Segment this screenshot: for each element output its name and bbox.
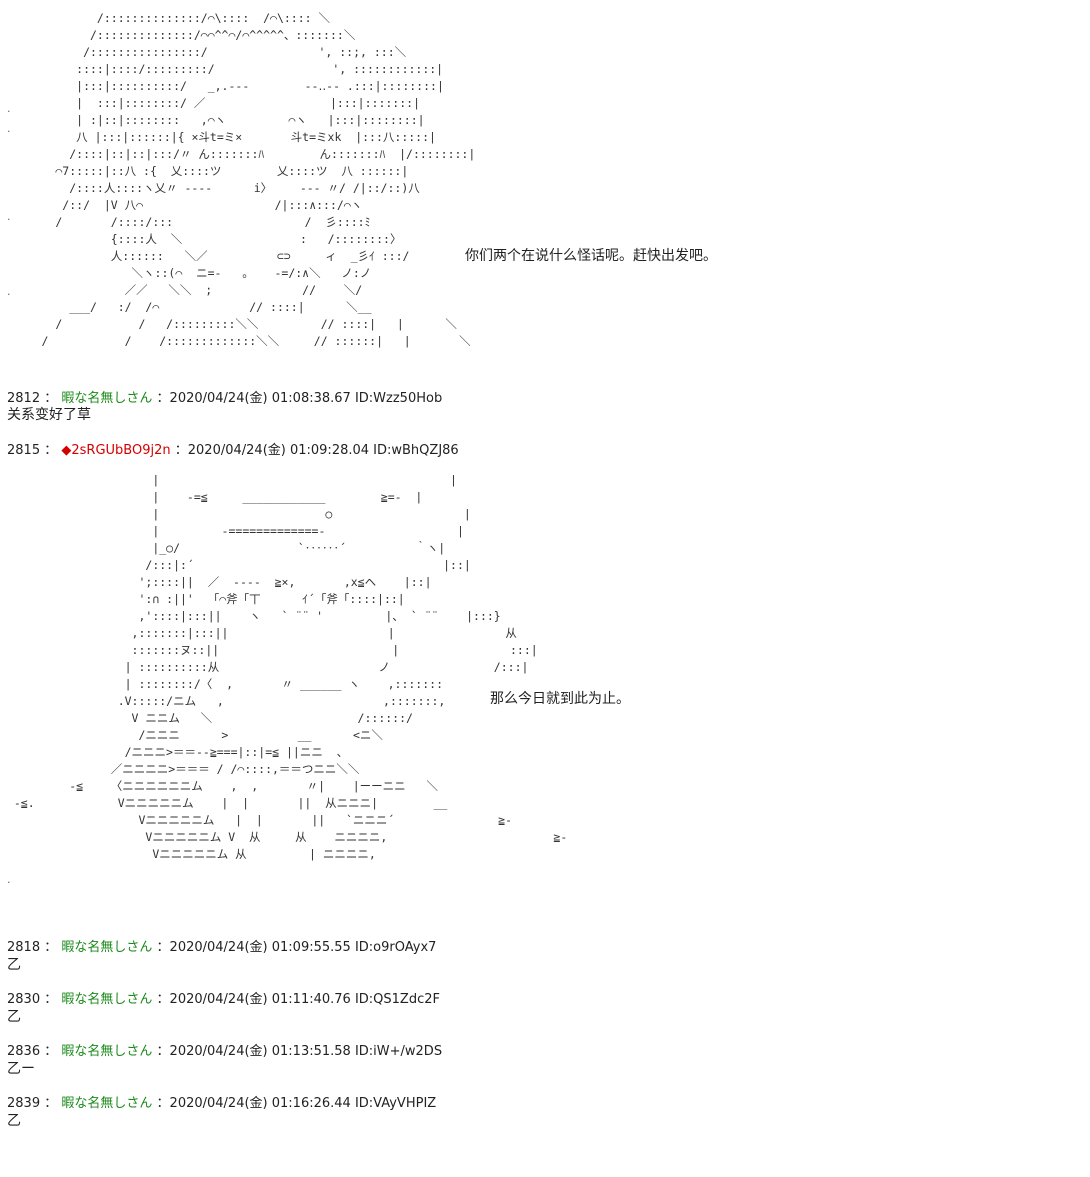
ascii-art-line: | | xyxy=(0,473,457,487)
ascii-art-line: / / /:::::::::::::＼＼ // ::::::| | ＼ xyxy=(0,334,471,348)
post-header: 2830 ： 暇な名無しさん ：2020/04/24(金) 01:11:40.7… xyxy=(7,988,440,1007)
ascii-art-line: | ○ | xyxy=(0,507,471,521)
post-number: 2818 xyxy=(7,940,41,955)
ascii-art-line: ／／ ＼＼ ; // ＼/ xyxy=(0,283,363,297)
ascii-art-line: 八 |:::|::::::|{ ×斗t=ミ× 斗t=ミxk |:::八:::::… xyxy=(0,130,436,144)
poster-name-trip[interactable]: ◆2sRGUbBO9j2n xyxy=(61,443,171,458)
ascii-art-line: | -=============- | xyxy=(0,524,464,538)
post-body-2812: 关系变好了草 xyxy=(7,407,91,423)
ascii-art-line: | :::|::::::::/ ／ |:::|:::::::| xyxy=(0,96,420,110)
post-header: 2836 ： 暇な名無しさん ：2020/04/24(金) 01:13:51.5… xyxy=(7,1040,442,1059)
ascii-art-line: ,:::::::|:::|| | 从 xyxy=(0,626,517,640)
post-meta: ：2020/04/24(金) 01:09:55.55 ID:o9rOAyx7 xyxy=(156,940,437,955)
post-separator: ： xyxy=(44,391,58,406)
post-body: 乙 xyxy=(7,1009,21,1025)
ascii-art-line: / /::::/::: / 彡::::ﾐ xyxy=(0,215,371,229)
poster-name[interactable]: 暇な名無しさん xyxy=(61,940,153,955)
ascii-art-line: ,'::::|:::|| ヽ ` ¨¨ ' |、 ` ¨¨ |:::} xyxy=(0,609,501,623)
ascii-art-line: 人:::::: ＼／ ⊂⊃ ィ _彡ｲ :::/ xyxy=(0,249,410,263)
ascii-art-line: -≦ 〈ニニニニニニム , , 〃| |ーーニニ ＼ xyxy=(0,779,438,793)
ascii-art-character-2: | | | -=≦ ____________ ≧=- | | ○ | | xyxy=(0,472,567,863)
margin-dot: . xyxy=(7,873,11,886)
post-meta: ：2020/04/24(金) 01:09:28.04 ID:wBhQZJ86 xyxy=(174,443,459,458)
ascii-art-line: |_○/ `‥‥‥´ ｀ヽ| xyxy=(0,541,446,555)
ascii-art-line: ::::|::::/:::::::::/ ', ::::::::::::| xyxy=(0,62,444,76)
post-header-2812: 2812 ： 暇な名無しさん ：2020/04/24(金) 01:08:38.6… xyxy=(7,387,442,406)
ascii-art-line: /::::::::::::::::/ ', ::;, :::＼ xyxy=(0,45,407,59)
ascii-art-line: /::::::::::::::/⌒\:::: /⌒\:::: ＼ xyxy=(0,11,330,25)
poster-name[interactable]: 暇な名無しさん xyxy=(61,1096,153,1111)
post-number: 2815 xyxy=(7,443,41,458)
post-separator: ： xyxy=(44,1044,58,1059)
ascii-art-line: Vニニニニニム 从 | ニニニニ, xyxy=(0,847,376,861)
post-meta: ：2020/04/24(金) 01:13:51.58 ID:iW+/w2DS xyxy=(156,1044,443,1059)
post-meta: ：2020/04/24(金) 01:08:38.67 ID:Wzz50Hob xyxy=(156,391,443,406)
ascii-art-line: /::::::::::::::/⌒⌒^^⌒/⌒^^^^^、:::::::＼ xyxy=(0,28,356,42)
ascii-art-line: ／ニニニニ>＝＝＝ / /⌒::::,＝＝つニニ＼＼ xyxy=(0,762,360,776)
post-separator: ： xyxy=(44,992,58,1007)
post-header: 2839 ： 暇な名無しさん ：2020/04/24(金) 01:16:26.4… xyxy=(7,1092,436,1111)
ascii-art-line: :::::::ヌ::|| | :::| xyxy=(0,643,538,657)
ascii-art-line: Vニニニニニム | | || `ニニニ´ ≧- xyxy=(0,813,512,827)
post-number: 2836 xyxy=(7,1044,41,1059)
ascii-art-line: ';::::|| ／ ---- ≧×, ,x≦ヘ |::| xyxy=(0,575,432,589)
ascii-art-line: {::::人 ＼ : /::::::::〉 xyxy=(0,232,402,246)
post-meta: ：2020/04/24(金) 01:16:26.44 ID:VAyVHPIZ xyxy=(156,1096,437,1111)
ascii-art-line: | ::::::::::从 ノ /:::| xyxy=(0,660,529,674)
ascii-art-line: /ニニニ > __ <ニ＼ xyxy=(0,728,383,742)
post-meta: ：2020/04/24(金) 01:11:40.76 ID:QS1Zdc2F xyxy=(156,992,440,1007)
post-number: 2830 xyxy=(7,992,41,1007)
speech-line-2: 那么今日就到此为止。 xyxy=(490,691,630,707)
margin-dot: . xyxy=(7,122,11,135)
post-body: 乙 xyxy=(7,957,21,973)
margin-dot: . xyxy=(7,102,11,115)
poster-name[interactable]: 暇な名無しさん xyxy=(61,1044,153,1059)
ascii-art-line: /ニニニ>＝＝--≧===|::|=≦ ||ニニ 、 xyxy=(0,745,349,759)
post-number: 2812 xyxy=(7,391,41,406)
post-separator: ： xyxy=(44,443,58,458)
ascii-art-line: /::/ |V 八⌒ /|:::∧:::/⌒ヽ xyxy=(0,198,363,212)
ascii-art-line: | -=≦ ____________ ≧=- | xyxy=(0,490,423,504)
post-separator: ： xyxy=(44,940,58,955)
ascii-art-line: ⌒7:::::|::八 :{ 乂::::ツ 乂::::ツ 八 ::::::| xyxy=(0,164,409,178)
post-body: 乙 xyxy=(7,1113,21,1129)
speech-line-1: 你们两个在说什么怪话呢。赶快出发吧。 xyxy=(465,248,717,264)
ascii-art-line: | ::::::::/〈 , 〃 ______ ヽ ,::::::: xyxy=(0,677,443,691)
ascii-art-line: V ニニム ＼ /::::::/ xyxy=(0,711,413,725)
margin-dot: . xyxy=(7,210,11,223)
post-separator: ： xyxy=(44,1096,58,1111)
post-body: 乙ー xyxy=(7,1061,35,1077)
post-number: 2839 xyxy=(7,1096,41,1111)
post-header-2815: 2815 ： ◆2sRGUbBO9j2n ：2020/04/24(金) 01:0… xyxy=(7,439,459,458)
poster-name[interactable]: 暇な名無しさん xyxy=(61,391,153,406)
ascii-art-line: ':∩ :||' 「⌒斧「丅 ｲ´「斧「::::|::| xyxy=(0,592,405,606)
ascii-art-line: Vニニニニニム V 从 从 ニニニニ, ≧- xyxy=(0,830,568,844)
poster-name[interactable]: 暇な名無しさん xyxy=(61,992,153,1007)
ascii-art-line: /:::|:´ |::| xyxy=(0,558,471,572)
ascii-art-line: | :|::|:::::::: ,⌒ヽ ⌒ヽ |:::|::::::::| xyxy=(0,113,425,127)
ascii-art-line: /::::|::|::|:::/〃 ん:::::::ﾊ ん:::::::ﾊ |/… xyxy=(0,147,476,161)
ascii-art-line: /::::人::::ヽ乂〃 ---- i〉 --- 〃/ /|::/::)八 xyxy=(0,181,420,195)
ascii-art-line: ＼ヽ::(⌒ ニ=- 。 -=/:∧＼ ノ:ノ xyxy=(0,266,372,280)
ascii-art-line: .V:::::/ニム , ,:::::::, xyxy=(0,694,446,708)
ascii-art-line: / / /:::::::::＼＼ // ::::| | ＼ xyxy=(0,317,457,331)
ascii-art-character-1: /::::::::::::::/⌒\:::: /⌒\:::: ＼ /::::::… xyxy=(0,10,476,350)
post-header: 2818 ： 暇な名無しさん ：2020/04/24(金) 01:09:55.5… xyxy=(7,936,436,955)
margin-dot: . xyxy=(7,285,11,298)
ascii-art-line: -≦. Vニニニニニム | | || 从ニニニ| __ xyxy=(0,796,448,810)
ascii-art-line: |:::|::::::::::/ _,.--- --‥-- .:::|:::::… xyxy=(0,79,444,93)
ascii-art-line: ___/ :/ /⌒ // ::::| ＼__ xyxy=(0,300,372,314)
